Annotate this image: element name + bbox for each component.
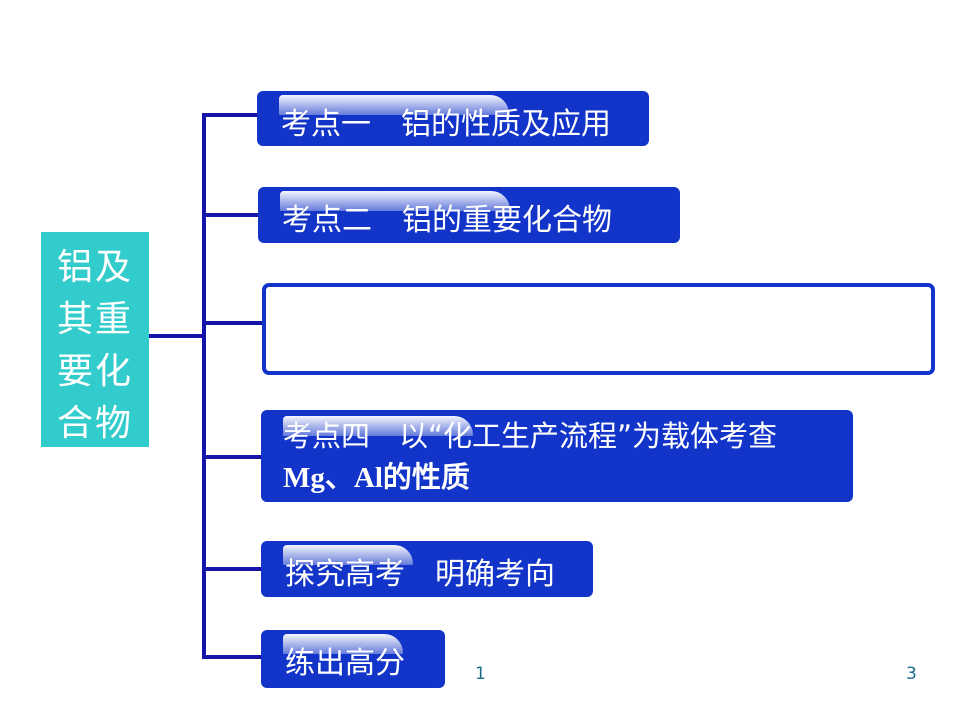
branch-label-6: 练出高分 (285, 646, 405, 681)
branch-node-4[interactable]: 考点四 以“化工生产流程”为载体考查 Mg、Al的性质 (261, 410, 853, 502)
branch-node-6[interactable]: 练出高分 (261, 630, 445, 688)
root-line-1: 铝及 (57, 247, 134, 288)
branch-connector-2 (202, 213, 258, 217)
branch-node-1[interactable]: 考点一 铝的性质及应用 (257, 91, 649, 146)
root-line-4: 合物 (57, 403, 134, 444)
page-label: 1 (475, 664, 486, 684)
root-node: 铝及 其重 要化 合物 (41, 232, 149, 447)
slide-number: 3 (906, 664, 917, 684)
root-connector (149, 334, 205, 338)
branch-label-2: 考点二 铝的重要化合物 (282, 203, 612, 238)
tree-trunk (202, 113, 206, 659)
branch-label-4-line-1: 考点四 以“化工生产流程”为载体考查 (283, 419, 778, 453)
branch-label-5: 探究高考 明确考向 (285, 557, 555, 592)
branch-connector-6 (202, 655, 262, 659)
branch-label-4-line-2: Mg、Al的性质 (283, 462, 470, 494)
branch-connector-3 (202, 321, 262, 325)
branch-connector-5 (202, 567, 262, 571)
branch-connector-1 (202, 113, 258, 117)
branch-node-3[interactable] (262, 283, 935, 375)
root-line-3: 要化 (57, 351, 134, 392)
branch-node-2[interactable]: 考点二 铝的重要化合物 (258, 187, 680, 243)
root-line-2: 其重 (57, 299, 134, 340)
branch-node-5[interactable]: 探究高考 明确考向 (261, 541, 593, 597)
branch-connector-4 (202, 455, 262, 459)
branch-label-1: 考点一 铝的性质及应用 (281, 107, 611, 142)
